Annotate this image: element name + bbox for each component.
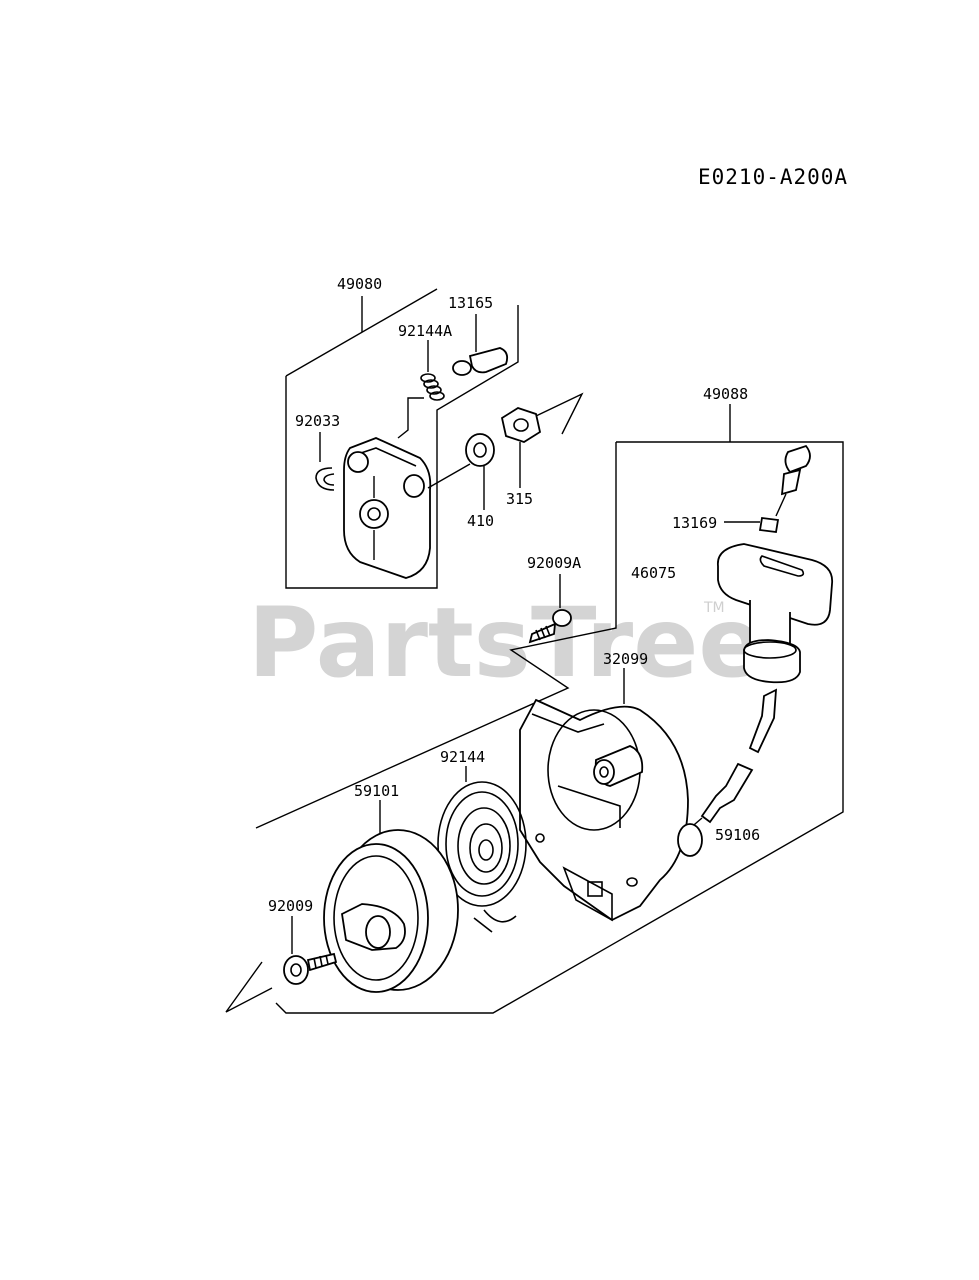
part-92144-spring[interactable] — [437, 766, 527, 933]
label-46075: 46075 — [631, 564, 676, 582]
label-92144: 92144 — [440, 748, 485, 766]
part-92009[interactable] — [225, 916, 338, 1013]
part-46075-handle[interactable] — [717, 543, 834, 684]
part-92009A[interactable] — [528, 574, 572, 644]
label-59106: 59106 — [715, 826, 760, 844]
label-49088: 49088 — [703, 385, 748, 403]
label-13169: 13169 — [672, 514, 717, 532]
part-49080-body[interactable] — [343, 437, 471, 579]
rope-end-pin — [775, 444, 811, 517]
watermark: PartsTree — [248, 587, 763, 699]
label-92009A: 92009A — [527, 554, 581, 572]
part-13165[interactable] — [452, 314, 509, 376]
assembly-49088-frame — [255, 404, 844, 1014]
label-92144A: 92144A — [398, 322, 452, 340]
label-13165: 13165 — [448, 294, 493, 312]
label-92009: 92009 — [268, 897, 313, 915]
part-32099-housing[interactable] — [519, 668, 703, 922]
label-59101: 59101 — [354, 782, 399, 800]
label-49080: 49080 — [337, 275, 382, 293]
part-410[interactable] — [465, 433, 495, 510]
part-13169[interactable] — [724, 516, 780, 534]
part-92033[interactable] — [315, 432, 335, 491]
label-92033: 92033 — [295, 412, 340, 430]
part-92144A[interactable] — [397, 340, 445, 439]
trademark-mark: TM — [703, 600, 725, 616]
label-315: 315 — [506, 490, 533, 508]
part-59106-rope[interactable] — [687, 688, 778, 831]
label-32099: 32099 — [603, 650, 648, 668]
part-59101-pulley[interactable] — [323, 800, 459, 993]
assembly-49080-frame — [285, 288, 519, 589]
part-315[interactable] — [500, 392, 584, 488]
label-410: 410 — [467, 512, 494, 530]
diagram-code: E0210-A200A — [698, 165, 848, 189]
